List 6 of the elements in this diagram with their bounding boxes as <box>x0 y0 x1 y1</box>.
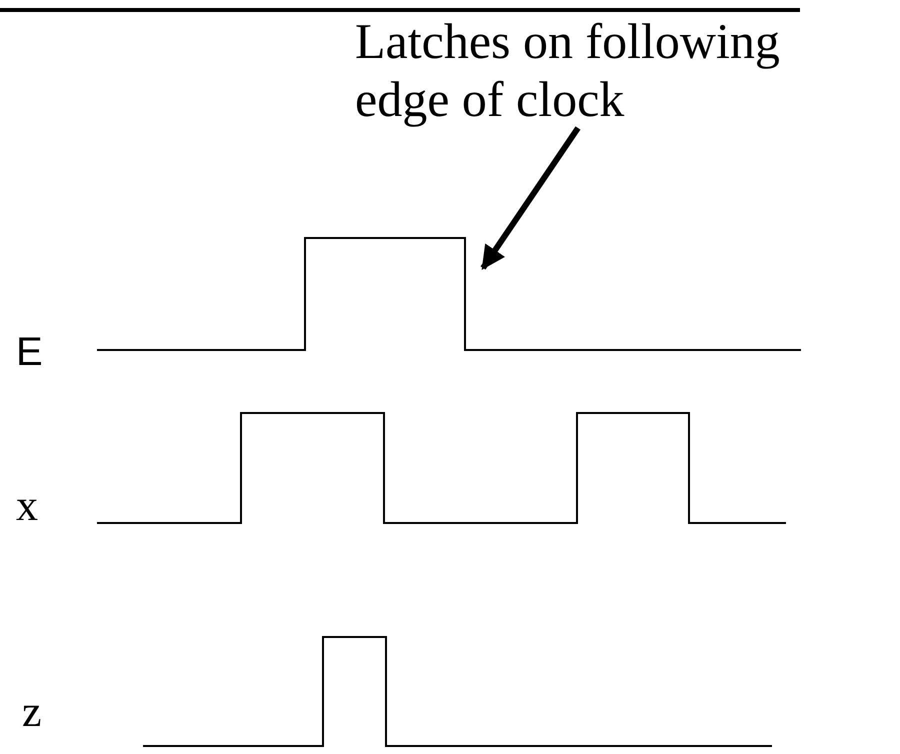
signal-name: x <box>16 484 38 528</box>
waveform-drawing <box>97 237 801 351</box>
signal-name: z <box>22 690 42 734</box>
signal-name: E <box>16 332 43 372</box>
arrow <box>480 126 580 270</box>
annotation-text: Latches on following edge of clock <box>355 12 781 128</box>
